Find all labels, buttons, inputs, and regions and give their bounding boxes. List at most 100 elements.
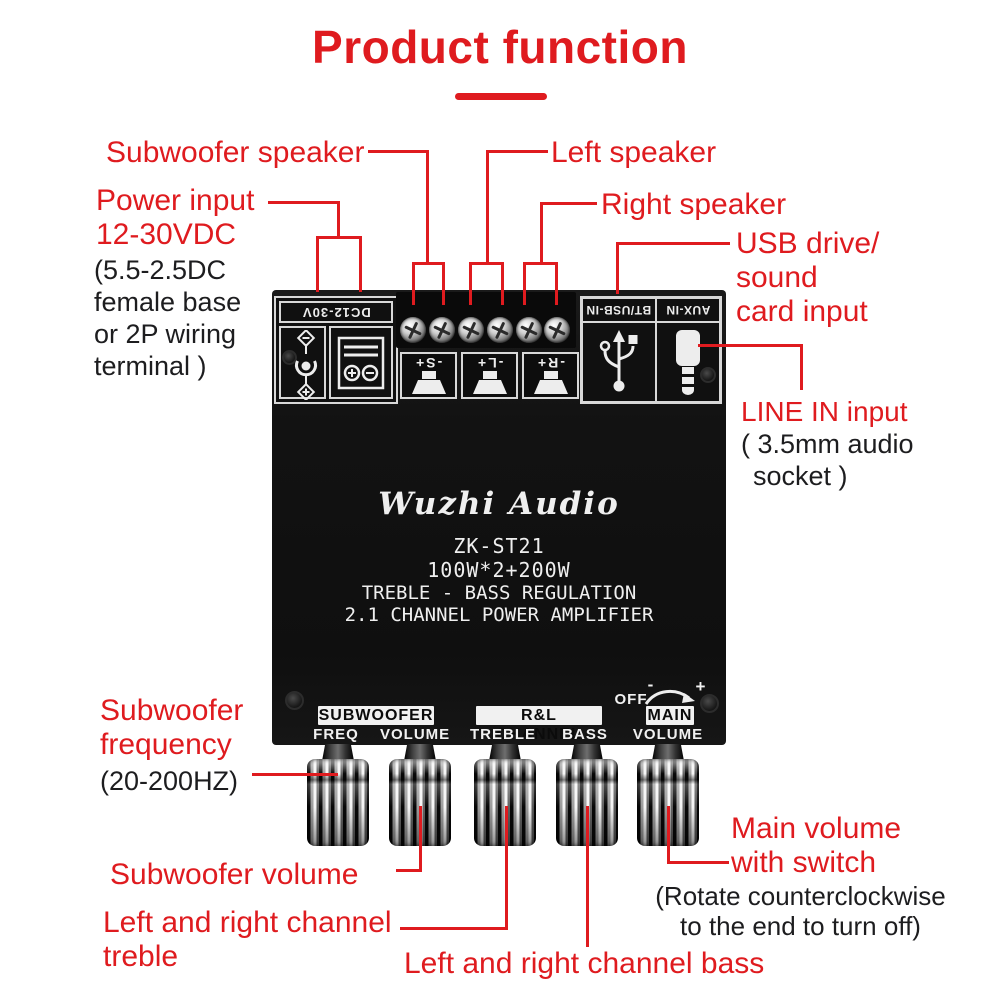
callout-line [442, 262, 445, 305]
callout-line [419, 806, 422, 872]
callout-treble: Left and right channel treble [103, 906, 392, 974]
screw-icon [285, 691, 304, 710]
callout-line [426, 150, 429, 265]
callout-line [616, 242, 619, 294]
callout-line [400, 927, 508, 930]
usb-icon [599, 330, 638, 392]
minus-mark: - [647, 675, 655, 694]
note-line: or 2P wiring [94, 319, 237, 349]
callout-right-speaker: Right speaker [601, 188, 786, 222]
callout-line [359, 236, 362, 292]
terminal-label: -L+ [475, 355, 504, 371]
callout-line [540, 202, 597, 205]
knob-nut [322, 744, 354, 761]
label-line: Right speaker [601, 188, 787, 221]
callout-line [555, 262, 558, 305]
label-line: Left and right channel [103, 906, 392, 939]
callout-line [523, 262, 558, 265]
knob-nut [404, 744, 436, 761]
dc-jack-cell [279, 326, 326, 400]
power-icon-row [279, 326, 393, 400]
callout-line [316, 236, 319, 292]
usb-port-cell [582, 322, 656, 402]
aux-port-cell [656, 322, 720, 402]
dc-jack-icon [295, 330, 317, 400]
callout-usb-input: USB drive/ sound card input [736, 227, 879, 329]
treble-knob-label: TREBLE [470, 726, 536, 743]
title-underline [455, 93, 547, 100]
callout-line [486, 150, 548, 153]
terminal-label: -R+ [536, 355, 565, 371]
dc-power-label-text: DC12-30V [301, 304, 371, 320]
terminal-label: -S+ [414, 355, 443, 371]
bt-usb-label: BT/USB-IN [582, 298, 656, 322]
callout-line [586, 806, 589, 947]
label-line: with switch [731, 846, 877, 879]
aux-label: AUX-IN [656, 298, 720, 322]
callout-line-in: LINE IN input [741, 395, 908, 429]
audio-jack-icon [676, 330, 700, 395]
speaker-icon [411, 371, 446, 394]
callout-line [412, 262, 445, 265]
aux-label-text: AUX-IN [665, 303, 711, 317]
label-line: Main volume [731, 812, 902, 845]
knob-subwoofer-freq [307, 744, 369, 846]
callout-line [505, 806, 508, 930]
feature-line-2: 2.1 CHANNEL POWER AMPLIFIER [344, 604, 654, 626]
label-line: LINE IN input [741, 396, 908, 427]
callout-line [469, 262, 472, 305]
power-rating: 100W*2+200W [427, 558, 571, 582]
label-line: 12-30VDC [96, 218, 237, 251]
callout-line-in-note: ( 3.5mm audio socket ) [741, 428, 914, 492]
callout-line [698, 344, 803, 347]
callout-line [540, 202, 543, 265]
callout-subwoofer-speaker: Subwoofer speaker [106, 136, 365, 170]
callout-left-speaker: Left speaker [551, 136, 716, 170]
callout-main-volume: Main volume with switch [731, 812, 901, 880]
note-line: ( 3.5mm audio [741, 429, 914, 459]
terminal-screw [400, 317, 426, 343]
main-volume-knob-label: VOLUME [632, 726, 704, 743]
note-line: female base [94, 287, 242, 317]
plus-mark: + [695, 677, 707, 696]
terminal-screw [458, 317, 484, 343]
callout-line [396, 869, 422, 872]
feature-line-1: TREBLE - BASS REGULATION [361, 582, 637, 604]
off-rotation-arrow-icon [644, 690, 695, 705]
note-line: (20-200HZ) [100, 766, 239, 796]
terminal-screw [429, 317, 455, 343]
terminal-screw [516, 317, 542, 343]
callout-subwoofer-volume: Subwoofer volume [110, 858, 358, 892]
callout-line [800, 344, 803, 390]
note-line: socket ) [753, 461, 848, 491]
jack-nut-icon [700, 367, 716, 383]
callout-power-input-note: (5.5-2.5DC female base or 2P wiring term… [94, 254, 241, 382]
note-line: to the end to turn off) [680, 911, 921, 941]
terminal-block-icon [337, 336, 385, 389]
callout-line [667, 806, 670, 864]
callout-line [252, 773, 338, 776]
callout-line [268, 201, 340, 204]
brand-logo: Wuzhi Audio [378, 486, 620, 522]
label-line: treble [103, 940, 179, 973]
label-line: USB drive/ [736, 227, 880, 260]
subwoofer-volume-knob-label: VOLUME [380, 726, 451, 743]
label-line: sound [736, 261, 818, 294]
rl-channel-group-label: R&L CHANNEL [476, 706, 602, 743]
label-line: Subwoofer volume [110, 858, 359, 891]
screw-icon [700, 694, 719, 713]
model-number: ZK-ST21 [453, 534, 545, 558]
subwoofer-group-label: SUBWOOFER [318, 706, 434, 725]
callout-line [486, 150, 489, 265]
bass-knob-label: BASS [562, 726, 608, 743]
knob-nut [652, 744, 684, 761]
bt-usb-label-text: BT/USB-IN [586, 303, 652, 317]
power-input-section: DC12-30V [274, 296, 398, 404]
callout-line [616, 242, 730, 245]
callout-line [501, 262, 504, 305]
callout-line [523, 262, 526, 305]
callout-subwoofer-frequency-note: (20-200HZ) [100, 765, 238, 797]
note-line: (5.5-2.5DC [94, 255, 227, 285]
off-label: OFF [614, 691, 648, 708]
